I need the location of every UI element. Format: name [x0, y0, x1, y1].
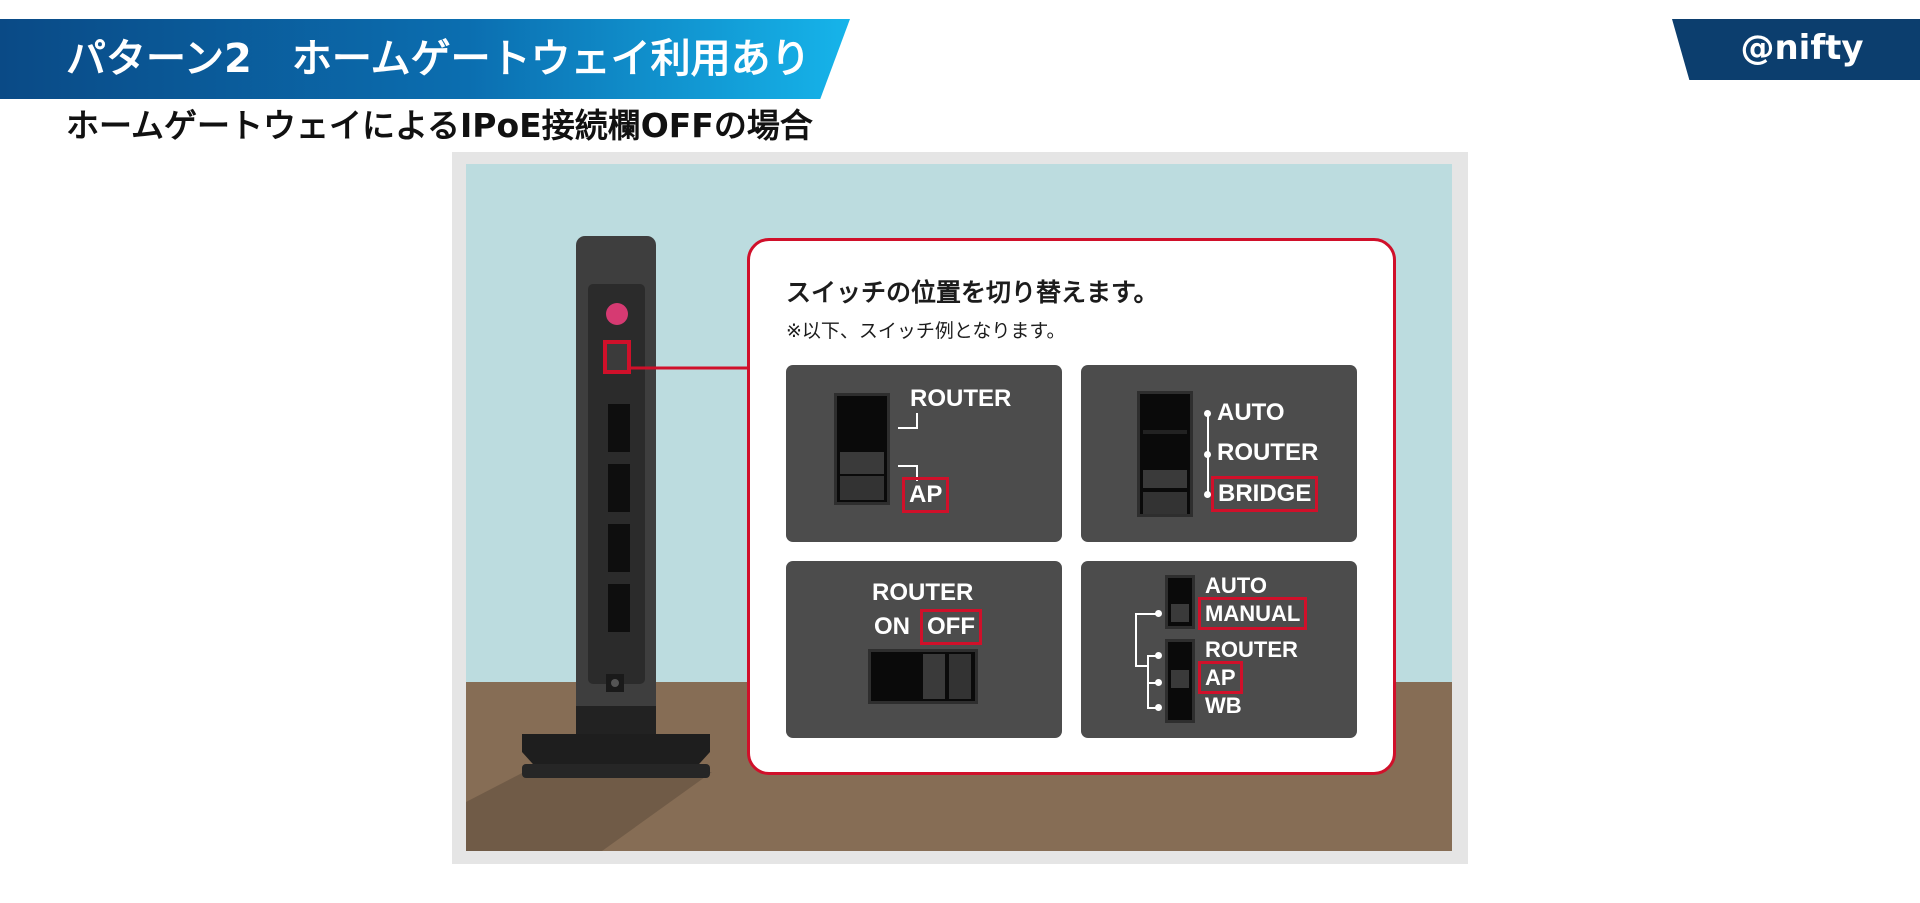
switch-icon — [1165, 639, 1195, 723]
switch-label-off-selected: OFF — [920, 609, 982, 645]
switch-panel: スイッチの位置を切り替えます。 ※以下、スイッチ例となります。 ROUTER A… — [747, 238, 1396, 775]
brand-badge — [1672, 19, 1920, 80]
switch-icon — [1137, 391, 1193, 517]
page-title: パターン2 ホームゲートウェイ利用あり — [66, 36, 811, 82]
switch-example-4: AUTO MANUAL ROUTER AP WB — [1081, 561, 1357, 738]
switch-title-router: ROUTER — [872, 579, 974, 606]
switch-example-3: ROUTER ON OFF — [786, 561, 1062, 738]
panel-note: ※以下、スイッチ例となります。 — [786, 320, 1066, 342]
switch-label-bridge-selected: BRIDGE — [1210, 476, 1319, 512]
switch-icon — [834, 393, 890, 505]
shadow — [466, 772, 712, 851]
router-illustration: スイッチの位置を切り替えます。 ※以下、スイッチ例となります。 ROUTER A… — [452, 152, 1468, 864]
title-banner — [0, 19, 850, 99]
switch-label-router: ROUTER — [910, 385, 1012, 412]
switch-icon — [1165, 575, 1195, 629]
switch-label-on: ON — [874, 613, 910, 640]
switch-label-wb: WB — [1205, 693, 1242, 718]
switch-label-manual-selected: MANUAL — [1197, 597, 1308, 630]
switch-label-router: ROUTER — [1217, 439, 1319, 466]
switch-example-2: AUTO ROUTER BRIDGE — [1081, 365, 1357, 542]
switch-label-ap-selected: AP — [1198, 661, 1243, 694]
panel-heading: スイッチの位置を切り替えます。 — [786, 278, 1159, 307]
switch-label-auto: AUTO — [1217, 399, 1285, 426]
brand-logo: @nifty — [1740, 28, 1864, 68]
switch-example-1: ROUTER AP — [786, 365, 1062, 542]
page-subtitle: ホームゲートウェイによるIPoE接続欄OFFの場合 — [66, 106, 813, 145]
switch-label-router: ROUTER — [1205, 637, 1298, 662]
switch-label-ap-selected: AP — [901, 477, 950, 513]
switch-icon — [868, 649, 978, 704]
router-device-icon — [522, 236, 710, 778]
switch-label-auto: AUTO — [1205, 573, 1267, 598]
